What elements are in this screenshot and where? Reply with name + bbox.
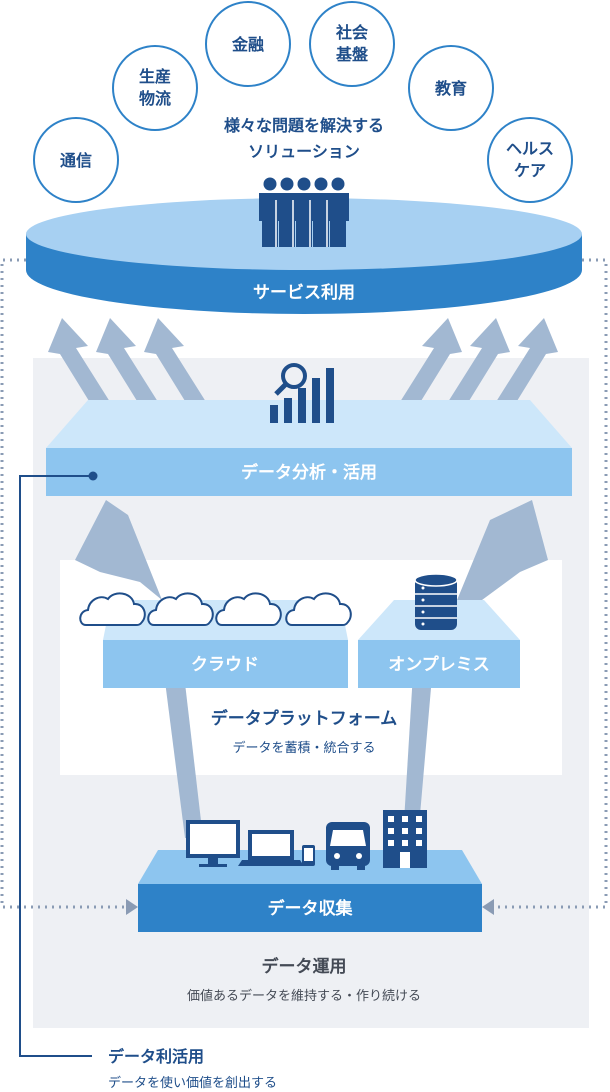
- device-icons: [186, 810, 427, 870]
- utilization-subtitle: データを使い価値を創出する: [108, 1075, 277, 1091]
- utilization-title: データ利活用: [108, 1047, 204, 1066]
- solutions-line2: ソリューション: [248, 142, 360, 161]
- cloud-icon: [215, 592, 282, 626]
- arrow-onprem-to-analysis: [455, 500, 548, 605]
- domain-labels: 通信 生産 物流 金融 社会 基盤 教育 ヘルス ケア: [60, 23, 554, 180]
- onpremise-slab-front: [358, 640, 520, 688]
- cloud-icon: [79, 592, 146, 626]
- truck-icon: [326, 822, 370, 870]
- cloud-icon: [285, 592, 352, 626]
- onpremise-label: オンプレミス: [388, 654, 490, 675]
- analysis-slab-top: [46, 400, 572, 448]
- operation-subtitle: 価値あるデータを維持する・作り続ける: [187, 988, 421, 1004]
- database-icon: [414, 573, 458, 630]
- domain-bubbles: [33, 1, 573, 203]
- people-icon: [259, 177, 349, 247]
- platform-title: データプラットフォーム: [211, 708, 398, 729]
- feedback-arrowhead-right: [482, 899, 494, 915]
- building-icon: [383, 810, 427, 868]
- domain-label-finance: 金融: [231, 35, 264, 54]
- people-icon-outline: [275, 200, 328, 247]
- domain-bubble-production-logistics: [112, 45, 198, 131]
- service-label: サービス利用: [253, 282, 355, 303]
- chart-search-icon: [270, 363, 334, 423]
- domain-label-infrastructure-line2: 基盤: [335, 45, 369, 64]
- collection-label: データ収集: [268, 898, 354, 919]
- operation-title: データ運用: [262, 956, 347, 977]
- cloud-label: クラウド: [191, 655, 259, 675]
- utilization-leader-dot: [88, 471, 98, 481]
- cloud-icons: [79, 592, 352, 626]
- domain-label-production-line1: 生産: [139, 67, 171, 86]
- laptop-icon: [238, 830, 304, 866]
- monitor-icon: [186, 820, 240, 867]
- utilization-leader-line: [19, 475, 93, 1057]
- analysis-slab-front: [46, 448, 572, 496]
- domain-label-infrastructure-line1: 社会: [335, 23, 368, 42]
- feedback-arrowhead-left: [126, 899, 138, 915]
- domain-label-healthcare-line1: ヘルス: [506, 139, 554, 158]
- collection-slab-front: [138, 884, 482, 932]
- domain-bubble-finance: [205, 1, 291, 87]
- arrow-cloud-to-analysis: [75, 500, 162, 600]
- domain-bubble-healthcare: [487, 117, 573, 203]
- feedback-dotted-loop: [0, 258, 608, 909]
- solutions-line1: 様々な問題を解決する: [224, 116, 384, 135]
- domain-label-production-line2: 物流: [139, 89, 171, 108]
- domain-label-healthcare-line2: ケア: [514, 161, 546, 180]
- arrow-collection-to-onprem: [403, 640, 435, 838]
- analysis-label: データ分析・活用: [241, 462, 377, 483]
- smartphone-icon: [302, 845, 315, 866]
- domain-bubble-telecom: [33, 117, 119, 203]
- cloud-slab-front: [103, 640, 348, 688]
- arrow-collection-to-cloud: [160, 640, 203, 838]
- platform-subtitle: データを蓄積・統合する: [232, 740, 375, 756]
- domain-bubble-education: [408, 45, 494, 131]
- domain-bubble-infrastructure: [309, 1, 395, 87]
- domain-label-telecom: 通信: [60, 151, 92, 170]
- domain-label-education: 教育: [435, 79, 467, 98]
- upward-arrows-lower: [75, 500, 548, 838]
- cloud-icon: [147, 592, 214, 626]
